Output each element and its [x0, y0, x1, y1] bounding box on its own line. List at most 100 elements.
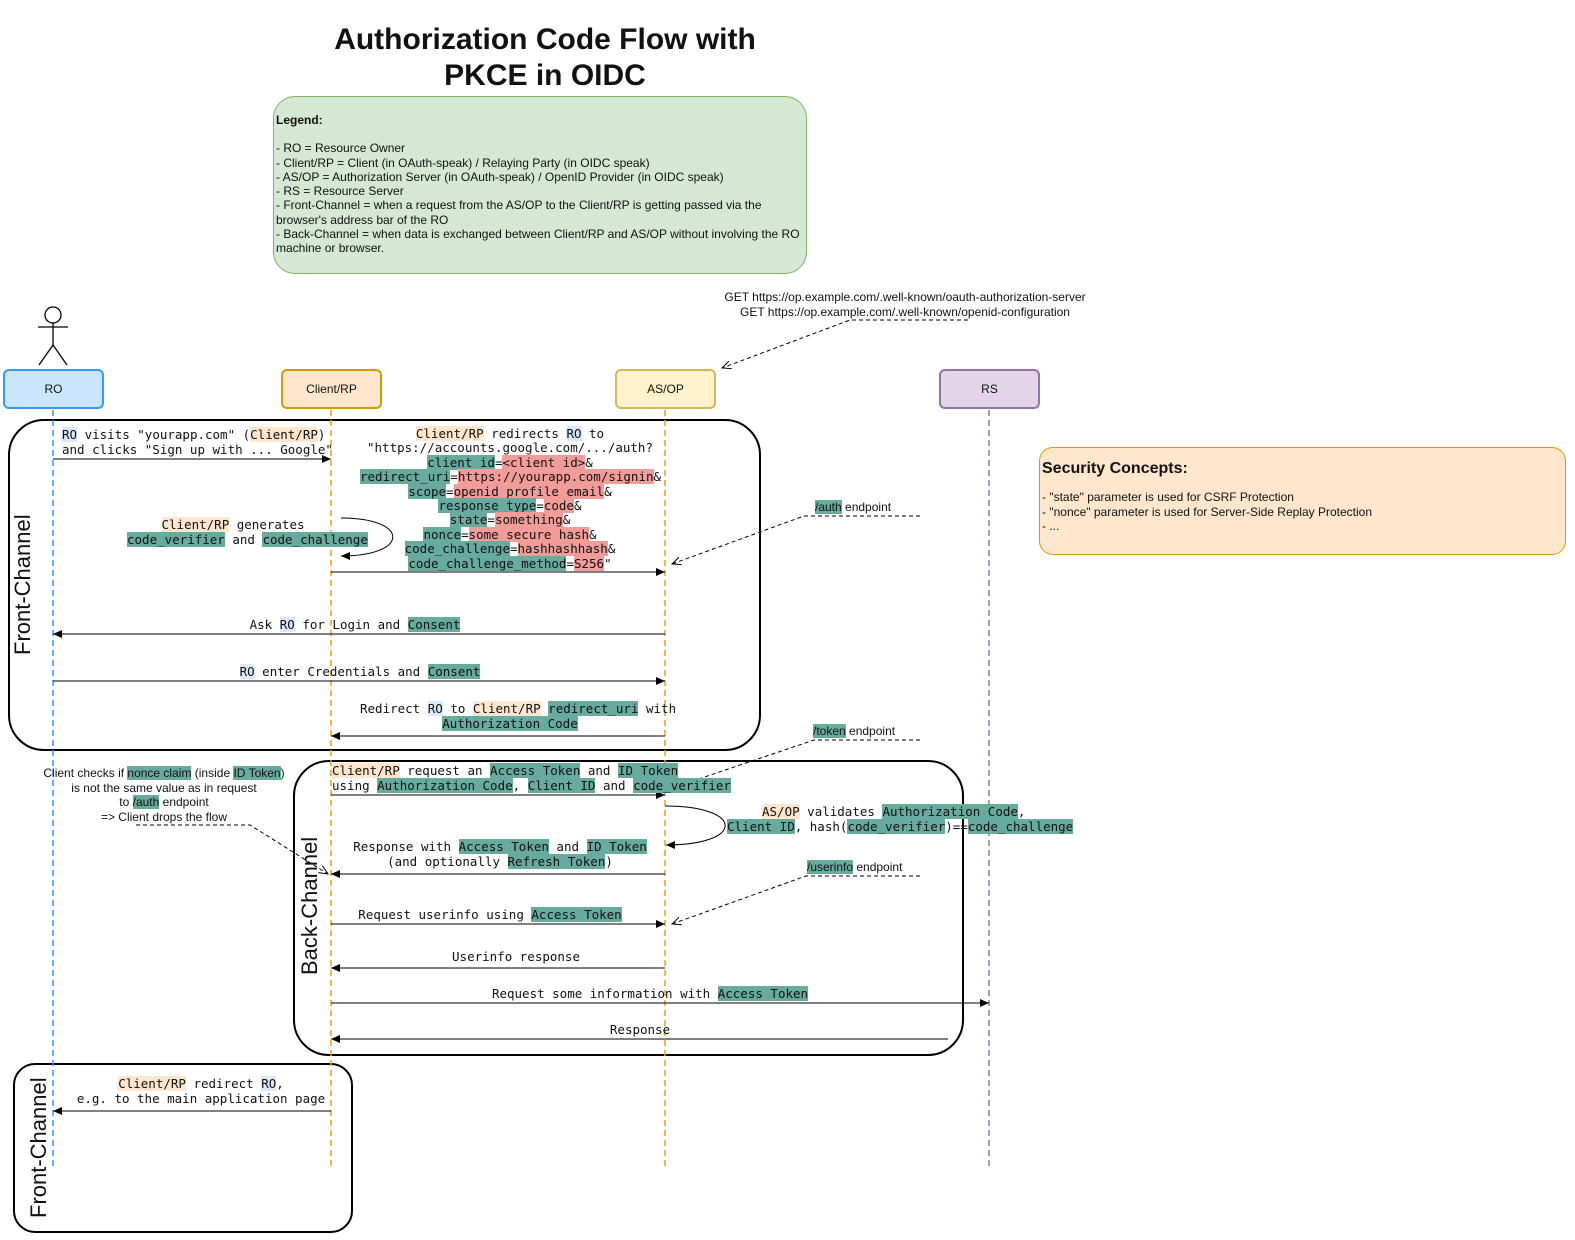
- msg-ro-visits: RO visits "yourapp.com" (Client/RP) and …: [62, 427, 333, 457]
- msg-validate: AS/OP validates Authorization Code, Clie…: [727, 804, 1074, 834]
- text: visits "yourapp.com" (: [77, 427, 251, 442]
- redirect-uri-ref: redirect_uri: [548, 701, 639, 716]
- msg-enter-credentials: RO enter Credentials and Consent: [200, 664, 520, 679]
- nonce-claim-ref: nonce claim: [127, 766, 192, 780]
- security-item: - "nonce" parameter is used for Server-S…: [1042, 504, 1373, 519]
- nonce-check-note: Client checks if nonce claim (inside ID …: [30, 766, 298, 824]
- wellknown-line-2: GET https://op.example.com/.well-known/o…: [740, 304, 1070, 319]
- code-challenge-ref: code_challenge: [262, 532, 368, 547]
- text: redirects: [483, 426, 567, 441]
- text: =: [487, 512, 495, 528]
- msg-redirect-back: Redirect RO to Client/RP redirect_uri wi…: [360, 701, 676, 731]
- endpoint-text: endpoint: [841, 500, 892, 514]
- access-token-ref: Access Token: [531, 907, 622, 922]
- actor-asop: AS/OP: [615, 369, 716, 409]
- auth-code-ref: Authorization Code: [442, 716, 578, 731]
- msg-authorization-request: Client/RP redirects RO to "https://accou…: [360, 426, 661, 571]
- ro-ref: RO: [279, 617, 295, 632]
- endpoint-text: endpoint: [845, 724, 896, 738]
- auth-url: "https://accounts.google.com/.../auth?: [367, 440, 653, 456]
- msg-final-redirect: Client/RP redirect RO, e.g. to the main …: [76, 1076, 326, 1106]
- ro-ref: RO: [261, 1076, 277, 1091]
- text: Redirect: [360, 701, 428, 716]
- text: =: [450, 469, 458, 485]
- text: &: [562, 512, 571, 528]
- text: &: [589, 526, 597, 542]
- param-name: code_challenge_method: [408, 555, 567, 571]
- access-token-ref: Access Token: [458, 839, 549, 854]
- access-token-ref: Access Token: [717, 986, 809, 1001]
- token-endpoint-note: /token endpoint: [813, 724, 895, 739]
- legend-item: - RO = Resource Owner: [276, 141, 406, 156]
- connector-userinfo-endpoint: [672, 875, 920, 924]
- ro-ref: RO: [239, 664, 255, 679]
- text: =: [536, 498, 544, 514]
- msg-resource-response: Response: [609, 1022, 671, 1037]
- consent-ref: Consent: [427, 664, 481, 679]
- text: ": [604, 555, 612, 571]
- param-value: code: [543, 498, 574, 514]
- param-value: https://yourapp.com/signin: [457, 469, 654, 485]
- text: and: [548, 839, 587, 854]
- actor-ro: RO: [3, 369, 104, 409]
- connector-nonce-note: [136, 824, 328, 874]
- msg-token-response: Response with Access Token and ID Token …: [345, 839, 655, 869]
- text: endpoint: [159, 795, 209, 809]
- refresh-token-ref: Refresh Token: [507, 854, 606, 869]
- arrow-self-generate: [340, 517, 394, 560]
- msg-generate-pkce: Client/RP generates code_verifier and co…: [127, 517, 368, 547]
- token-endpoint-code: /token: [813, 724, 846, 738]
- client-ref: Client/RP: [118, 1076, 186, 1091]
- auth-code-ref: Authorization Code: [882, 804, 1018, 819]
- client-ref: Client/RP: [161, 517, 230, 532]
- param-value: hashhashhash: [517, 541, 608, 557]
- back-channel-region: [293, 760, 964, 1056]
- code-challenge-ref: code_challenge: [967, 819, 1074, 834]
- text: => Client drops the flow: [100, 809, 228, 824]
- security-item: - ...: [1042, 518, 1060, 533]
- front-channel-region-2: [13, 1063, 353, 1233]
- text: to: [581, 426, 605, 441]
- text: =: [494, 454, 503, 470]
- code-verifier-ref: code_verifier: [633, 778, 731, 793]
- userinfo-endpoint-note: /userinfo endpoint: [807, 860, 902, 875]
- text: &: [604, 483, 612, 499]
- security-heading: Security Concepts:: [1042, 460, 1188, 477]
- legend-heading: Legend:: [276, 113, 323, 127]
- userinfo-endpoint-code: /userinfo: [807, 860, 854, 874]
- connector-token-endpoint: [672, 739, 920, 788]
- id-token-ref: ID Token: [618, 763, 679, 778]
- legend-item: - Front-Channel = when a request from th…: [276, 198, 762, 227]
- param-value: something: [494, 512, 563, 528]
- text: with: [638, 701, 677, 716]
- title-line-1: Authorization Code Flow with: [334, 23, 756, 56]
- client-id-ref: Client ID: [527, 778, 596, 793]
- msg-resource-request: Request some information with Access Tok…: [480, 986, 820, 1001]
- client-ref: Client/RP: [415, 426, 484, 441]
- access-token-ref: Access Token: [490, 763, 581, 778]
- text: for Login and: [294, 617, 408, 632]
- ro-ref: RO: [62, 427, 78, 442]
- text: ,: [512, 778, 528, 793]
- wellknown-note: GET https://op.example.com/.well-known/o…: [700, 290, 1110, 319]
- param-value: openid profile email: [453, 483, 605, 499]
- legend-item: - Client/RP = Client (in OAuth-speak) / …: [276, 155, 650, 170]
- text: to: [119, 795, 133, 809]
- text: enter Credentials and: [254, 664, 428, 679]
- text: ): [605, 854, 613, 869]
- auth-endpoint-code: /auth: [815, 500, 842, 514]
- text: =: [461, 526, 469, 542]
- security-concepts-box: Security Concepts: - "state" parameter i…: [1039, 447, 1566, 555]
- actor-client: Client/RP: [281, 369, 382, 409]
- param-value: <client_id>: [502, 454, 586, 470]
- text: redirect: [185, 1076, 262, 1091]
- client-ref: Client/RP: [250, 427, 318, 442]
- text: Response with: [353, 839, 459, 854]
- text: ,: [276, 1076, 284, 1091]
- param-name: state: [449, 512, 488, 528]
- legend-item: - AS/OP = Authorization Server (in OAuth…: [276, 169, 724, 184]
- front-channel-region: [8, 419, 761, 751]
- param-name: code_challenge: [404, 541, 510, 557]
- text: )==: [945, 819, 968, 834]
